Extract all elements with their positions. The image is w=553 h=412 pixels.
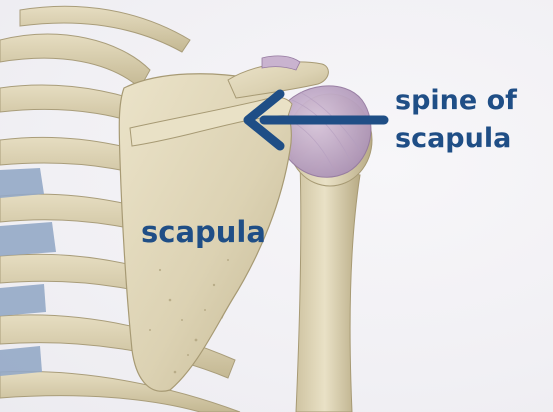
spine-label-line-2: scapula <box>395 120 517 158</box>
shoulder-capsule <box>280 86 371 177</box>
scapula-label: scapula <box>141 218 266 247</box>
spine-label-line-1: spine of <box>395 82 517 120</box>
spine-of-scapula-label: spine of scapula <box>395 82 517 158</box>
